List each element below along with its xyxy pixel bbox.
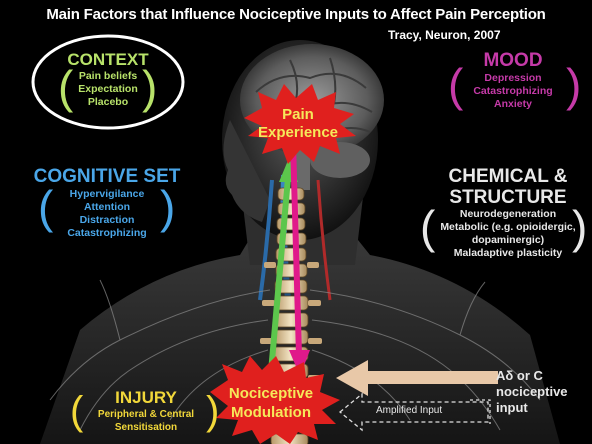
mood-item: Depression [484,72,541,85]
chemical-item: Neurodegeneration [460,208,556,221]
injury-group: INJURY Peripheral & Central Sensitisatio… [80,388,212,434]
chemical-item: dopaminergic) [472,234,544,247]
context-item: Pain beliefs [79,70,137,83]
nociceptive-input-line1: Aδ or C [496,368,543,384]
context-item: Expectation [78,83,138,96]
pain-experience-label: Pain Experience [250,106,346,142]
chemical-left-paren: ( [420,204,435,250]
pain-experience-line1: Pain [282,106,314,124]
citation: Tracy, Neuron, 2007 [388,28,501,42]
mood-group: MOOD Depression Catastrophizing Anxiety [452,50,574,111]
chemical-heading-line2: STRUCTURE [449,187,566,208]
pain-experience-line2: Experience [258,124,338,142]
chemical-heading-line1: CHEMICAL & [449,166,568,187]
injury-left-paren: ( [70,388,83,434]
cognitive-left-paren: ( [38,184,53,230]
cognitive-right-paren: ) [160,184,175,230]
nociceptive-input-label: Aδ or C nociceptive input [496,368,576,416]
nociceptive-modulation-line1: Nociceptive [229,384,313,403]
chemical-structure-group: CHEMICAL & STRUCTURE Neurodegeneration M… [420,166,592,260]
cognitive-set-heading: COGNITIVE SET [34,166,181,188]
context-right-paren: ) [142,64,157,110]
chemical-item: Metabolic (e.g. opioidergic, [440,221,575,234]
injury-heading: INJURY [115,388,177,408]
slide-title: Main Factors that Influence Nociceptive … [0,6,592,23]
nociceptive-modulation-line2: Modulation [231,403,311,422]
nociceptive-input-line2: nociceptive [496,384,568,400]
chemical-right-paren: ) [572,204,587,250]
context-left-paren: ( [58,64,73,110]
mood-item: Anxiety [494,98,532,111]
chemical-item: Maladaptive plasticity [454,247,563,260]
context-heading: CONTEXT [67,50,148,70]
amplified-input-label: Amplified Input [376,405,442,416]
cognitive-set-item: Distraction [80,214,135,227]
context-item: Placebo [88,96,128,109]
mood-heading: MOOD [483,50,542,72]
mood-left-paren: ( [448,62,463,108]
injury-item: Peripheral & Central [98,408,194,421]
nociceptive-modulation-label: Nociceptive Modulation [216,384,326,422]
cognitive-set-item: Catastrophizing [67,227,146,240]
cognitive-set-item: Hypervigilance [70,188,145,201]
cognitive-set-item: Attention [84,201,130,214]
nociceptive-input-line3: input [496,400,528,416]
mood-right-paren: ) [566,62,581,108]
injury-item: Sensitisation [115,421,177,434]
mood-item: Catastrophizing [473,85,552,98]
